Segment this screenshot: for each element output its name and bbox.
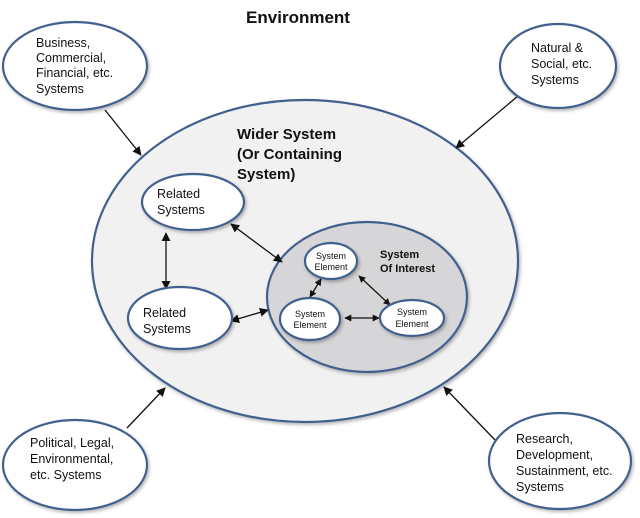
system-element-label-line: Element	[395, 319, 429, 329]
wider-system-label-line: System)	[237, 166, 295, 183]
system-element-label-line: System	[316, 251, 346, 261]
arrow-research-to-wider	[443, 386, 497, 442]
related-systems-label-line: Related	[143, 306, 186, 320]
soi-label-line: System	[380, 249, 419, 261]
env-system-label-line: Sustainment, etc.	[516, 464, 613, 478]
wider-system-label-line: Wider System	[237, 126, 336, 143]
env-system-label-line: Systems	[516, 480, 564, 494]
related-systems-label-line: Systems	[143, 322, 191, 336]
system-element-top-ellipse[interactable]	[303, 241, 359, 281]
system-of-interest-label: System Of Interest	[380, 249, 435, 275]
env-system-label-line: Commercial,	[36, 51, 106, 65]
env-system-label-line: Financial, etc.	[36, 66, 113, 80]
system-element-top[interactable]: System Element	[303, 241, 359, 281]
system-element-label-line: Element	[314, 262, 348, 272]
related-systems-top[interactable]: Related Systems	[140, 172, 246, 232]
env-system-business-ellipse[interactable]	[1, 20, 149, 112]
arrow-business-to-wider	[104, 109, 142, 156]
env-system-label-line: Research,	[516, 432, 573, 446]
env-system-research[interactable]: Research, Development, Sustainment, etc.…	[487, 411, 633, 511]
soi-label-line: Of Interest	[380, 263, 435, 275]
wider-system-label-line: (Or Containing	[237, 146, 342, 163]
env-system-label-line: Social, etc.	[531, 57, 592, 71]
env-system-label-line: etc. Systems	[30, 468, 102, 482]
arrow-natural-to-wider	[455, 95, 519, 149]
env-system-political-ellipse[interactable]	[1, 418, 149, 512]
arrow-element-top-left	[309, 278, 322, 298]
arrow-element-top-right	[358, 275, 391, 306]
env-system-label-line: Development,	[516, 448, 593, 462]
related-systems-label-line: Systems	[157, 203, 205, 217]
env-system-business[interactable]: Business, Commercial, Financial, etc. Sy…	[1, 20, 149, 112]
system-element-right-ellipse[interactable]	[378, 298, 446, 338]
related-systems-label-line: Related	[157, 187, 200, 201]
env-system-natural[interactable]: Natural & Social, etc. Systems	[498, 22, 618, 110]
system-element-label-line: System	[295, 309, 325, 319]
env-system-natural-ellipse[interactable]	[498, 22, 618, 110]
env-system-research-ellipse[interactable]	[487, 411, 633, 511]
system-element-label-line: Element	[293, 320, 327, 330]
env-system-label-line: Political, Legal,	[30, 436, 114, 450]
system-element-right[interactable]: System Element	[378, 298, 446, 338]
arrow-political-to-wider	[126, 387, 166, 429]
system-of-interest-ellipse[interactable]	[265, 220, 469, 374]
env-system-label-line: Systems	[531, 73, 579, 87]
env-system-political[interactable]: Political, Legal, Environmental, etc. Sy…	[1, 418, 149, 512]
env-system-label-line: Systems	[36, 82, 84, 96]
env-system-label-line: Environmental,	[30, 452, 113, 466]
arrow-related-bottom-soi	[230, 307, 269, 324]
arrow-related-top-soi	[230, 223, 283, 263]
related-systems-bottom[interactable]: Related Systems	[126, 285, 234, 351]
wider-system-label: Wider System (Or Containing System)	[237, 126, 342, 183]
environment-title: Environment	[246, 8, 350, 27]
env-system-label-line: Natural &	[531, 41, 584, 55]
related-systems-top-ellipse[interactable]	[140, 172, 246, 232]
env-system-label-line: Business,	[36, 36, 90, 50]
system-element-left-ellipse[interactable]	[278, 296, 342, 342]
related-systems-bottom-ellipse[interactable]	[126, 285, 234, 351]
system-element-left[interactable]: System Element	[278, 296, 342, 342]
system-element-label-line: System	[397, 307, 427, 317]
